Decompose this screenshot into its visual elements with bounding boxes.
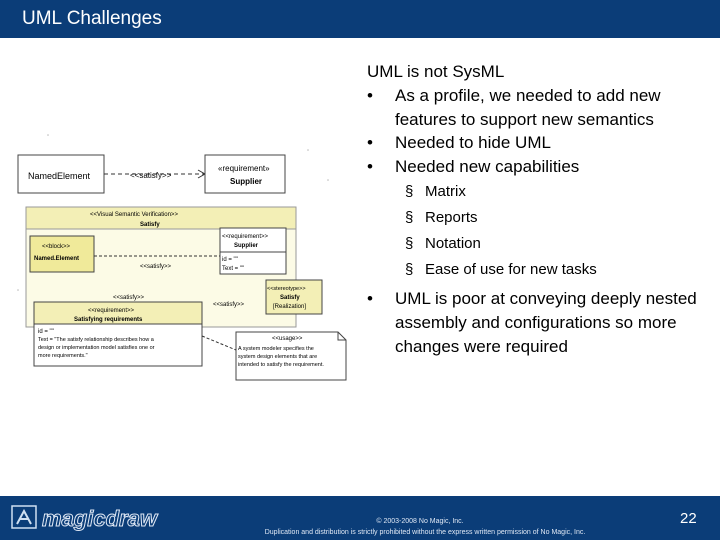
satisfying-satisfy-label-2: <<satisfy>>: [213, 302, 245, 308]
subbullet-3: §Notation: [405, 234, 481, 252]
stereotype-name: Satisfy: [280, 295, 300, 301]
bullet-3: •Needed new capabilities: [367, 157, 580, 177]
satisfying-body: Text = "The satisfy relationship describ…: [38, 337, 156, 359]
named-element-box: NamedElement: [17, 154, 105, 194]
supplier2-text: Text = "": [222, 266, 244, 272]
stereotype-sub: [Realization]: [273, 304, 306, 310]
stereotype-box: <<stereotype>> Satisfy [Realization]: [265, 279, 323, 315]
frame-stereotype: <<Visual Semantic Verification>>: [90, 212, 178, 218]
usage-stereotype: <<usage>>: [272, 336, 303, 342]
block-stereotype: <<block>>: [42, 244, 71, 250]
supplier-box: «requirement» Supplier: [204, 154, 286, 194]
subbullet-2: §Reports: [405, 208, 478, 226]
note-box: <<usage>> A system modeler specifies the…: [235, 331, 347, 381]
satisfying-satisfy-label: <<satisfy>>: [113, 295, 145, 301]
satisfying-label: Satisfying requirements: [74, 317, 143, 323]
bullet-4: •UML is poor at conveying deeply nested …: [367, 288, 697, 356]
footer-bar: magicdraw © 2003-2008 No Magic, Inc. Dup…: [0, 496, 720, 540]
bullet-2: •Needed to hide UML: [367, 133, 551, 153]
subbullet-1: §Matrix: [405, 182, 466, 200]
named-element-label: NamedElement: [28, 171, 91, 181]
frame-satisfy-label: <<satisfy>>: [140, 264, 172, 270]
satisfying-requirements-box: <<requirement>> Satisfying requirements …: [33, 295, 245, 367]
block-label: Named.Element: [34, 256, 79, 262]
supplier-stereotype: «requirement»: [218, 164, 270, 173]
slide-content: UML is not SysML •As a profile, we neede…: [367, 60, 707, 358]
magicdraw-logo: magicdraw: [11, 505, 159, 532]
frame-title: Satisfy: [140, 222, 160, 228]
title-bar: UML Challenges: [0, 0, 720, 38]
supplier2-id: id = "": [222, 257, 238, 263]
note-text: A system modeler specifies the system de…: [238, 346, 324, 368]
supplier2-stereotype: <<requirement>>: [222, 234, 269, 240]
supplier-label: Supplier: [230, 177, 262, 186]
satisfying-stereotype: <<requirement>>: [88, 308, 135, 314]
stereotype-stereo: <<stereotype>>: [267, 286, 306, 292]
satisfy-stereotype: <<satisfy>>: [130, 171, 172, 180]
copyright: © 2003-2008 No Magic, Inc.: [376, 518, 464, 525]
page-number: 22: [680, 510, 697, 527]
notice: Duplication and distribution is strictly…: [264, 529, 586, 536]
heading: UML is not SysML: [367, 62, 505, 81]
bullet-1: •As a profile, we needed to add new feat…: [367, 85, 661, 129]
satisfying-id: id = "": [38, 329, 54, 335]
subbullet-4: §Ease of use for new tasks: [405, 260, 597, 278]
uml-diagram: NamedElement <<satisfy>> «requirement» S…: [17, 134, 347, 381]
logo-text: magicdraw: [42, 506, 159, 531]
slide-title: UML Challenges: [22, 8, 162, 29]
supplier2-label: Supplier: [234, 243, 259, 249]
